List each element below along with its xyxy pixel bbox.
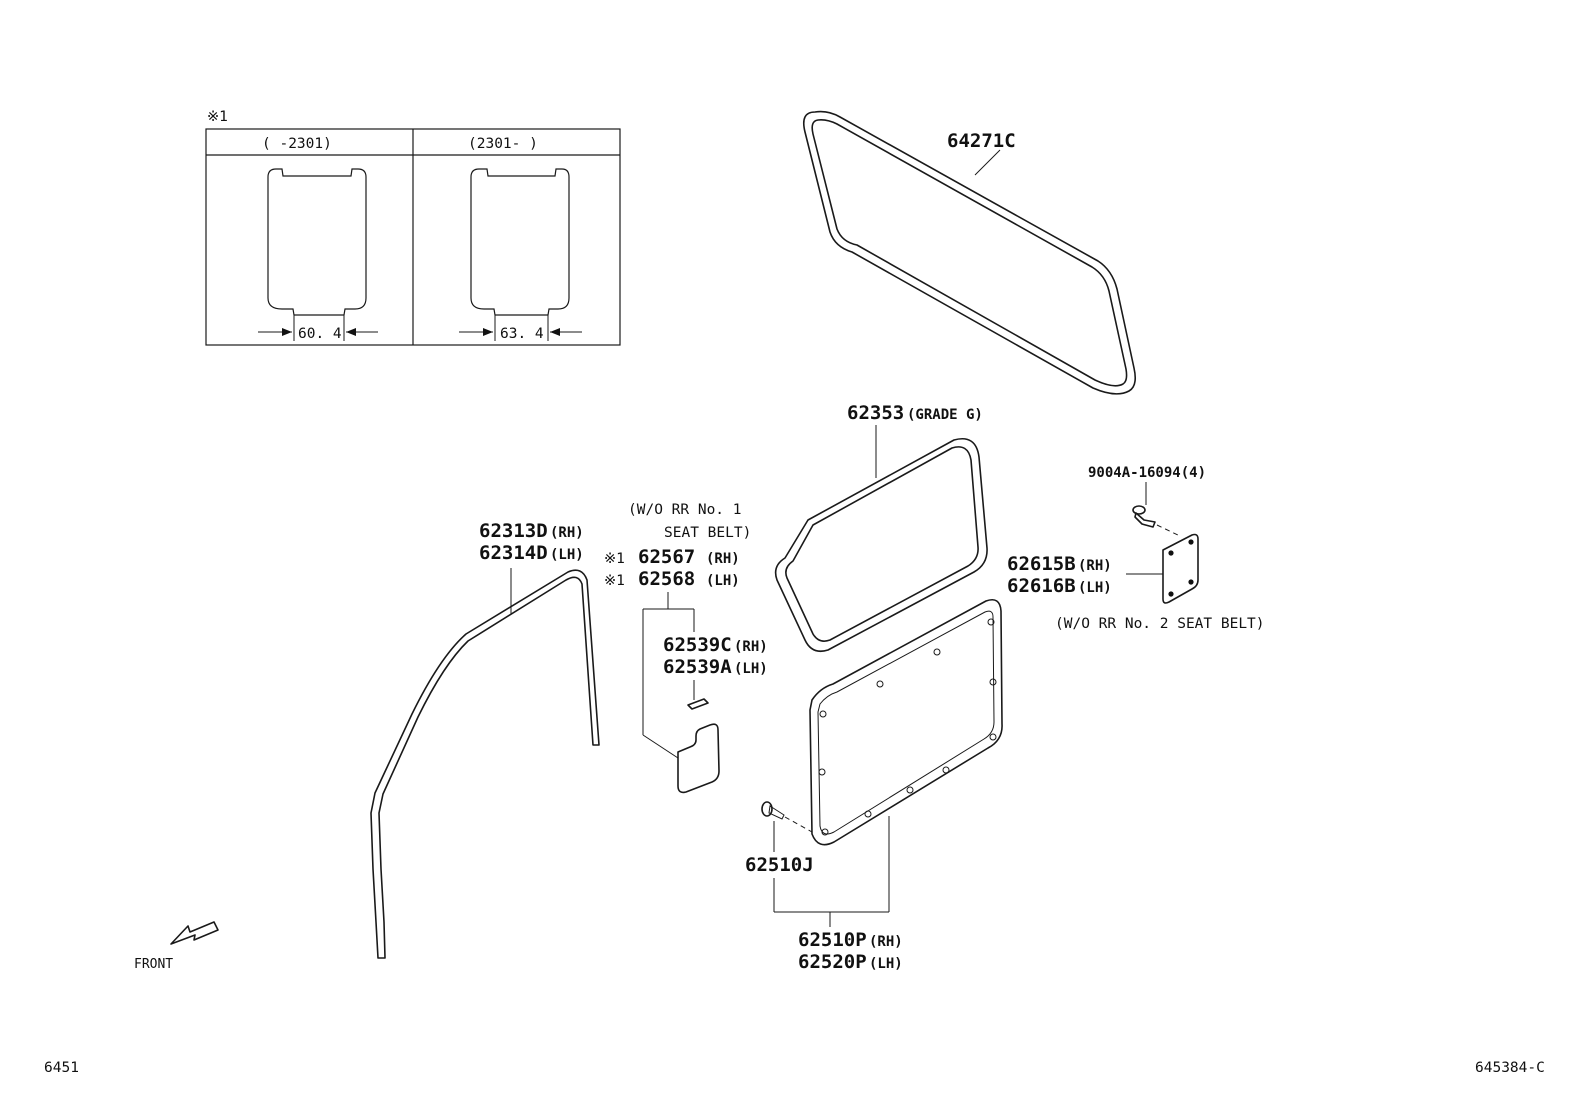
label-62539c-rh: (RH)	[734, 639, 768, 655]
label-62353-note: (GRADE G)	[907, 407, 983, 423]
panel-hole	[933, 648, 941, 656]
panel-hole	[987, 618, 995, 626]
inset-dim-left: 60. 4	[298, 326, 342, 342]
label-62520p: 62520P	[798, 951, 867, 973]
label-62520p-lh: (LH)	[869, 956, 903, 972]
panel-hole	[876, 680, 884, 688]
label-62510p: 62510P	[798, 929, 867, 951]
panel-hole	[989, 733, 997, 741]
inset-right-arrowhead-b	[550, 328, 560, 336]
label-62616b: 62616B	[1007, 575, 1076, 597]
clip-shank	[768, 805, 785, 820]
note-wo-rr-no1-line2: SEAT BELT)	[664, 525, 751, 541]
label-62313d: 62313D	[479, 520, 548, 542]
label-62510p-rh: (RH)	[869, 934, 903, 950]
label-9004a: 9004A-16094(4)	[1088, 465, 1206, 481]
panel-hole	[821, 828, 829, 836]
part-62567-cover	[677, 723, 720, 794]
inset-left-arrowhead-b	[346, 328, 356, 336]
panel-hole	[818, 768, 826, 776]
label-62314d-lh: (LH)	[550, 547, 584, 563]
label-62510j: 62510J	[745, 854, 814, 876]
label-front: FRONT	[134, 957, 173, 972]
part-9004a-screw	[1132, 482, 1181, 537]
part-62353-weatherstrip	[774, 425, 988, 653]
label-62567: 62567	[638, 546, 695, 568]
inset-table: ※1 ( -2301) (2301- ) 60. 4 63. 4	[205, 109, 621, 346]
mark-62567: ※1	[604, 551, 625, 567]
label-62567-rh: (RH)	[706, 551, 740, 567]
clip-head	[761, 801, 773, 817]
clip-install-line	[784, 816, 813, 833]
part-62510p-panel	[809, 598, 1003, 912]
inset-left-gasket-outline	[267, 168, 367, 316]
panel-hole	[942, 766, 950, 774]
cover-hole	[1168, 591, 1174, 597]
inset-left-arrowhead-a	[282, 328, 292, 336]
part-62510j-clip	[761, 801, 813, 852]
small-clip	[687, 698, 709, 710]
part-62313d-strip	[370, 568, 600, 959]
bracket-left-foot	[642, 734, 679, 759]
cover-hole	[1168, 550, 1174, 556]
panel-hole	[906, 786, 914, 794]
label-62568-lh: (LH)	[706, 573, 740, 589]
inset-mark: ※1	[207, 109, 228, 125]
screw-shank	[1134, 512, 1156, 528]
label-62539a: 62539A	[663, 656, 732, 678]
note-wo-rr-no2-seat-belt: (W/O RR No. 2 SEAT BELT)	[1055, 616, 1265, 632]
panel-hole	[989, 678, 997, 686]
note-wo-rr-no1-line1: (W/O RR No. 1	[628, 502, 742, 518]
screw-head	[1132, 505, 1146, 515]
label-62615b-rh: (RH)	[1078, 558, 1112, 574]
page-code-right: 645384-C	[1475, 1060, 1545, 1076]
label-62616b-lh: (LH)	[1078, 580, 1112, 596]
panel-hole	[864, 810, 872, 818]
cover-hole	[1188, 579, 1194, 585]
page-code-left: 6451	[44, 1060, 79, 1076]
label-62568: 62568	[638, 568, 695, 590]
part-62615b-cover	[1126, 533, 1199, 604]
leader-64271c	[974, 149, 1001, 176]
inset-col-right-header: (2301- )	[468, 136, 538, 152]
cover-hole	[1188, 539, 1194, 545]
label-62313d-rh: (RH)	[550, 525, 584, 541]
bracket-62510p	[773, 878, 889, 927]
screw-install-line	[1156, 524, 1181, 537]
label-62615b: 62615B	[1007, 553, 1076, 575]
panel-hole	[819, 710, 827, 718]
label-62539c: 62539C	[663, 634, 732, 656]
label-62353: 62353	[847, 402, 904, 424]
inset-right-arrowhead-a	[483, 328, 493, 336]
inset-dim-right: 63. 4	[500, 326, 544, 342]
front-arrow-icon	[170, 921, 219, 945]
bracket-62567	[642, 592, 695, 759]
part-64271c-weatherstrip	[802, 110, 1136, 395]
label-62539a-lh: (LH)	[734, 661, 768, 677]
label-64271c: 64271C	[947, 130, 1016, 152]
inset-right-gasket-outline	[470, 168, 570, 316]
mark-62568: ※1	[604, 573, 625, 589]
label-62314d: 62314D	[479, 542, 548, 564]
part-62539c-clip	[687, 680, 709, 710]
inset-col-left-header: ( -2301)	[262, 136, 332, 152]
